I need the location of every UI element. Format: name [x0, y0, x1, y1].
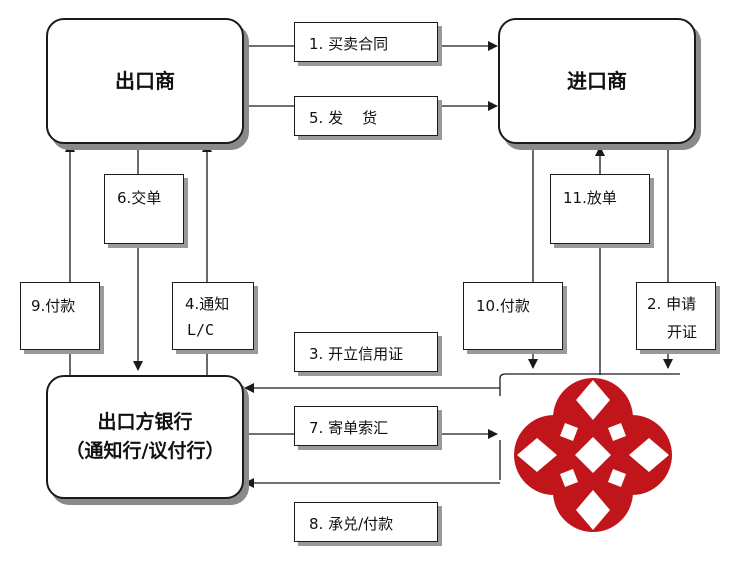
exporter-label: 出口商 [115, 68, 175, 93]
step-4-label: 4.通知 L/C [172, 282, 254, 350]
step-7-label: 7. 寄单索汇 [294, 406, 438, 446]
step-8-label: 8. 承兑/付款 [294, 502, 438, 542]
exporter-bank-label-line2: （通知行/议付行） [65, 440, 225, 462]
importer-box: 进口商 [498, 18, 696, 144]
exporter-box: 出口商 [46, 18, 244, 144]
importer-label: 进口商 [567, 68, 627, 93]
issuing-bank-box-edge [499, 373, 680, 396]
step-11-label: 11.放单 [550, 174, 650, 244]
exporter-bank-box: 出口方银行 （通知行/议付行） [46, 375, 244, 499]
step-3-label: 3. 开立信用证 [294, 332, 438, 372]
step-5-label: 5. 发 货 [294, 96, 438, 136]
step-1-label: 1. 买卖合同 [294, 22, 438, 62]
step-6-label: 6.交单 [104, 174, 184, 244]
step-10-label: 10.付款 [463, 282, 563, 350]
exporter-bank-label-line1: 出口方银行 [97, 410, 193, 433]
step-2-label: 2. 申请 开证 [636, 282, 716, 350]
step-9-label: 9.付款 [20, 282, 100, 350]
